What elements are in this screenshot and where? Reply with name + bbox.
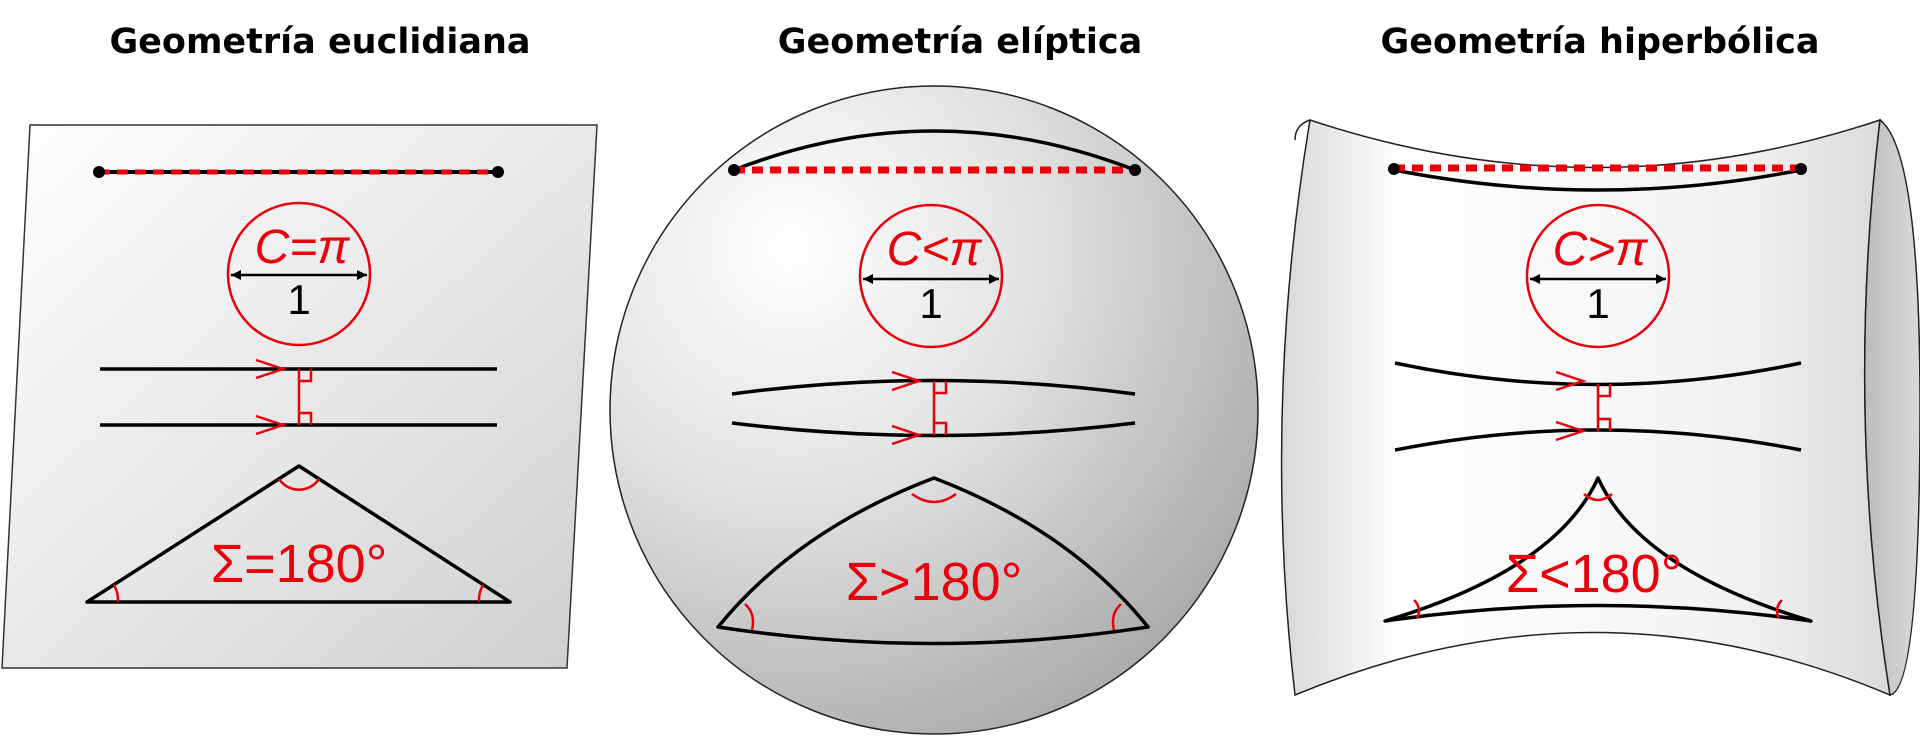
elliptic-angle-left: [744, 603, 755, 631]
elliptic-angle-top: [911, 492, 957, 504]
elliptic-circle: [858, 203, 1004, 349]
hyperbolic-angle-sum: Σ<180°: [1506, 544, 1683, 604]
hyperbolic-endpoint-right: [1795, 163, 1807, 175]
elliptic-panel: C<π 1 Σ>180°: [609, 85, 1259, 735]
euclidean-angle-sum: Σ=180°: [211, 534, 388, 594]
elliptic-endpoint-left: [728, 164, 740, 176]
hyperbolic-rim-left-edge: [1294, 119, 1311, 141]
euclidean-angle-right: [477, 584, 485, 603]
hyperbolic-saddle-rim: [1863, 118, 1920, 696]
elliptic-parallel-marker-bottom: [891, 424, 923, 446]
hyperbolic-parallel-marker-bottom: [1555, 420, 1587, 442]
elliptic-line-top: [731, 378, 1136, 396]
euclidean-panel: C=π 1 Σ=180°: [1, 124, 598, 669]
euclidean-endpoint-right: [492, 166, 504, 178]
elliptic-angle-sum: Σ>180°: [846, 552, 1023, 612]
hyperbolic-parallel-marker-top: [1555, 370, 1587, 392]
euclidean-angle-left: [112, 584, 120, 603]
euclidean-angle-top: [277, 478, 321, 491]
elliptic-circle-formula: C<π: [887, 223, 983, 276]
euclidean-endpoint-left: [93, 166, 105, 178]
euclidean-parallel-marker-bottom: [255, 414, 287, 436]
hyperbolic-angle-left: [1413, 599, 1421, 619]
title-elliptic: Geometría elíptica: [777, 22, 1143, 62]
hyperbolic-triangle: [1383, 476, 1813, 623]
euclidean-triangle: [85, 464, 512, 604]
hyperbolic-circle: [1525, 203, 1671, 349]
elliptic-angle-right: [1111, 603, 1122, 631]
elliptic-geodesic-arc: [733, 129, 1136, 172]
hyperbolic-circle-formula: C>π: [1553, 223, 1649, 276]
elliptic-right-angle-top: [934, 381, 948, 395]
euclidean-circle-formula: C=π: [255, 221, 351, 274]
elliptic-triangle: [716, 476, 1150, 646]
hyperbolic-geodesic-arc: [1393, 168, 1802, 192]
hyperbolic-diameter-label: 1: [1586, 280, 1609, 327]
hyperbolic-angle-top: [1583, 493, 1613, 502]
hyperbolic-angle-right: [1775, 599, 1783, 619]
elliptic-diameter-label: 1: [919, 280, 942, 327]
elliptic-right-angle-bottom: [934, 421, 948, 435]
elliptic-line-bottom: [731, 421, 1136, 438]
euclidean-right-angle-bottom: [299, 411, 313, 425]
euclidean-right-angle-top: [299, 369, 313, 383]
elliptic-parallel-marker-top: [891, 370, 923, 392]
euclidean-diameter-label: 1: [287, 276, 310, 323]
elliptic-endpoint-right: [1129, 164, 1141, 176]
hyperbolic-right-angle-bottom: [1598, 417, 1612, 431]
hyperbolic-endpoint-left: [1388, 163, 1400, 175]
title-hyperbolic: Geometría hiperbólica: [1380, 22, 1820, 62]
hyperbolic-panel: C>π 1 Σ<180°: [1280, 118, 1920, 697]
hyperbolic-right-angle-top: [1598, 384, 1612, 398]
euclidean-circle: [226, 201, 372, 347]
title-euclidean: Geometría euclidiana: [109, 22, 531, 62]
euclidean-parallel-marker-top: [255, 358, 287, 380]
